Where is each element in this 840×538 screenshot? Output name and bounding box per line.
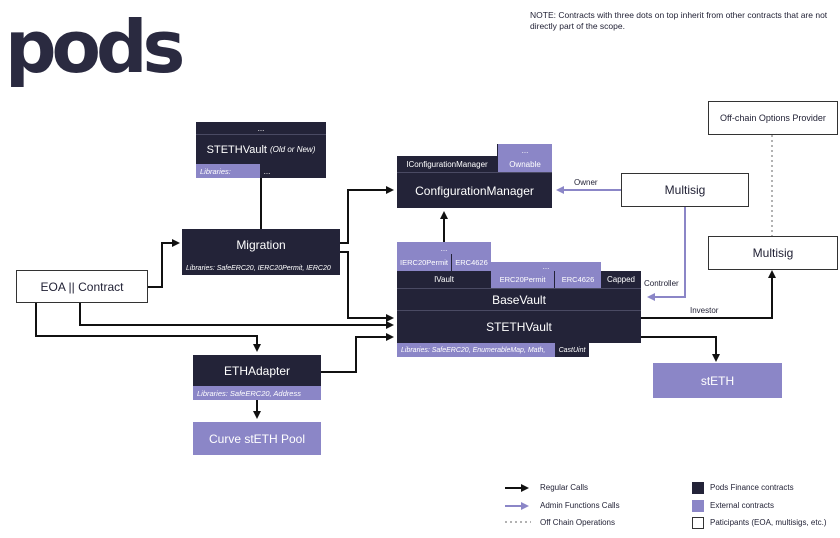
stethvault-libraries: Libraries: SafeERC20, EnumerableMap, Mat… — [397, 343, 555, 357]
node-vault-stack: ... IERC20Permit ERC4626 ... ERC20Permit… — [397, 242, 641, 357]
legend-external-swatch — [692, 500, 704, 512]
stethvault-old-suffix: (Old or New) — [270, 145, 316, 154]
legend-pods-swatch — [692, 482, 704, 494]
node-migration: Migration Libraries: SafeERC20, IERC20Pe… — [182, 229, 340, 275]
scope-note: NOTE: Contracts with three dots on top i… — [530, 10, 828, 31]
stethvault-old-title-text: STETHVault — [206, 143, 267, 156]
node-multisig-owner: Multisig — [621, 173, 749, 207]
stethvault-old-title: STETHVault (Old or New) — [196, 134, 326, 164]
stethvault: STETHVault — [397, 310, 641, 343]
erc4626-b: ERC4626 — [555, 271, 601, 288]
node-offchain-options-provider: Off-chain Options Provider — [708, 101, 838, 135]
edge-eoa-ethadapter — [35, 303, 261, 352]
config-title: ConfigurationManager — [397, 172, 552, 208]
config-ownable: Ownable — [497, 156, 552, 172]
config-iconfiguration-manager: IConfigurationManager — [406, 159, 488, 169]
label-investor: Investor — [690, 306, 719, 315]
pods-logo: pods — [5, 5, 185, 89]
stethvault-old-dots: ... — [257, 123, 265, 133]
ivault: IVault — [397, 271, 491, 288]
ierc20permit-dots: ... — [397, 242, 491, 254]
label-owner: Owner — [574, 178, 598, 187]
migration-libraries: Libraries: SafeERC20, IERC20Permit, IERC… — [182, 261, 340, 275]
migration-title: Migration — [236, 238, 286, 252]
legend-participants: Paticipants (EOA, multisigs, etc.) — [710, 518, 827, 527]
stethvault-castuint: CastUint — [555, 343, 589, 357]
edge-eoa-stethvault — [79, 303, 394, 329]
edge-eoa-migration — [148, 239, 180, 288]
erc20permit-dots: ... — [491, 262, 601, 271]
node-eoa-contract: EOA || Contract — [16, 270, 148, 303]
legend-offchain-ops: Off Chain Operations — [540, 518, 616, 527]
label-controller: Controller — [644, 279, 679, 288]
edge-migration-config — [340, 186, 394, 244]
node-multisig-investor: Multisig — [708, 236, 838, 270]
stethvault-old-libraries-more: ... — [260, 164, 274, 178]
ethadapter-libraries: Libraries: SafeERC20, Address — [193, 386, 321, 400]
basevault: BaseVault — [397, 288, 641, 310]
node-steth: stETH — [653, 363, 782, 398]
legend-pods-contracts: Pods Finance contracts — [710, 483, 794, 492]
ierc20permit: IERC20Permit — [397, 254, 452, 271]
capped: Capped — [601, 271, 641, 288]
ethadapter-title: ETHAdapter — [223, 363, 291, 378]
legend-admin-calls: Admin Functions Calls — [540, 501, 620, 510]
config-ownable-dots: ... — [497, 144, 552, 156]
edge-controller-admin — [647, 207, 686, 301]
stethvault-old-lib-spacer — [274, 164, 326, 178]
node-ethadapter: ETHAdapter Libraries: SafeERC20, Address — [193, 355, 321, 400]
config-top-gap — [397, 144, 497, 156]
legend-regular-calls: Regular Calls — [540, 483, 589, 492]
edge-stethvault-steth — [641, 336, 720, 362]
legend-external-contracts: External contracts — [710, 501, 775, 510]
edge-ethadapter-stethvault — [321, 333, 394, 373]
node-configuration-manager: IConfigurationManager ... Ownable Config… — [397, 144, 552, 208]
edge-migration-stethvault — [340, 251, 394, 322]
edge-stethvault-investor — [641, 270, 776, 319]
stethvault-old-libraries: Libraries: — [196, 164, 260, 178]
erc4626-a: ERC4626 — [452, 254, 491, 271]
node-stethvault-old: ... STETHVault (Old or New) Libraries: .… — [196, 122, 326, 178]
node-curve-steth-pool: Curve stETH Pool — [193, 422, 321, 455]
erc20permit: ERC20Permit — [491, 271, 555, 288]
legend-participants-swatch — [692, 517, 704, 529]
